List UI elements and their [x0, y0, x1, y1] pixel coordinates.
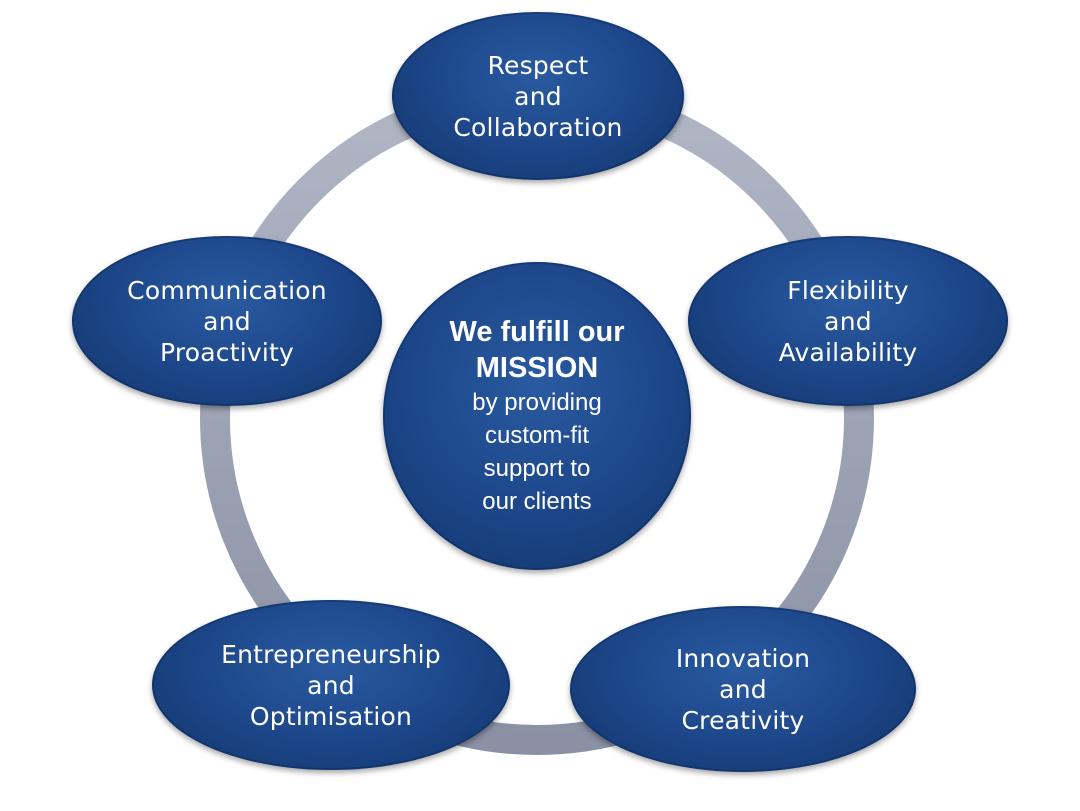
value-line-3: Creativity	[681, 705, 805, 735]
value-line-3: Proactivity	[159, 337, 294, 367]
value-line-2: and	[824, 306, 872, 336]
mission-text-line-1: by providing	[472, 389, 602, 416]
value-line-2: and	[203, 306, 251, 336]
value-line-3: Availability	[778, 337, 918, 367]
value-line-3: Optimisation	[249, 701, 413, 731]
mission-headline-line-2: MISSION	[475, 352, 599, 384]
value-line-3: Collaboration	[453, 112, 623, 142]
mission-text-line-2: custom-fit	[484, 422, 589, 449]
value-line-1: Communication	[127, 275, 327, 305]
value-node-communication-proactivity: Communication and Proactivity	[72, 236, 382, 406]
value-node-respect-collaboration: Respect and Collaboration	[392, 12, 684, 180]
mission-text-line-3: support to	[483, 455, 591, 482]
value-line-2: and	[514, 81, 562, 111]
value-line-2: and	[719, 674, 767, 704]
value-node-innovation-creativity: Innovation and Creativity	[570, 606, 916, 772]
value-line-1: Innovation	[675, 643, 811, 673]
mission-center-node: We fulfill our MISSION by providing cust…	[383, 262, 691, 570]
value-line-2: and	[307, 670, 355, 700]
value-node-entrepreneurship-optimisation: Entrepreneurship and Optimisation	[152, 600, 510, 770]
mission-text-line-4: our clients	[482, 488, 592, 515]
mission-headline-line-1: We fulfill our	[449, 316, 625, 348]
value-line-1: Respect	[487, 50, 589, 80]
value-node-flexibility-availability: Flexibility and Availability	[688, 236, 1008, 406]
value-line-1: Flexibility	[787, 275, 909, 305]
value-line-1: Entrepreneurship	[221, 639, 441, 669]
